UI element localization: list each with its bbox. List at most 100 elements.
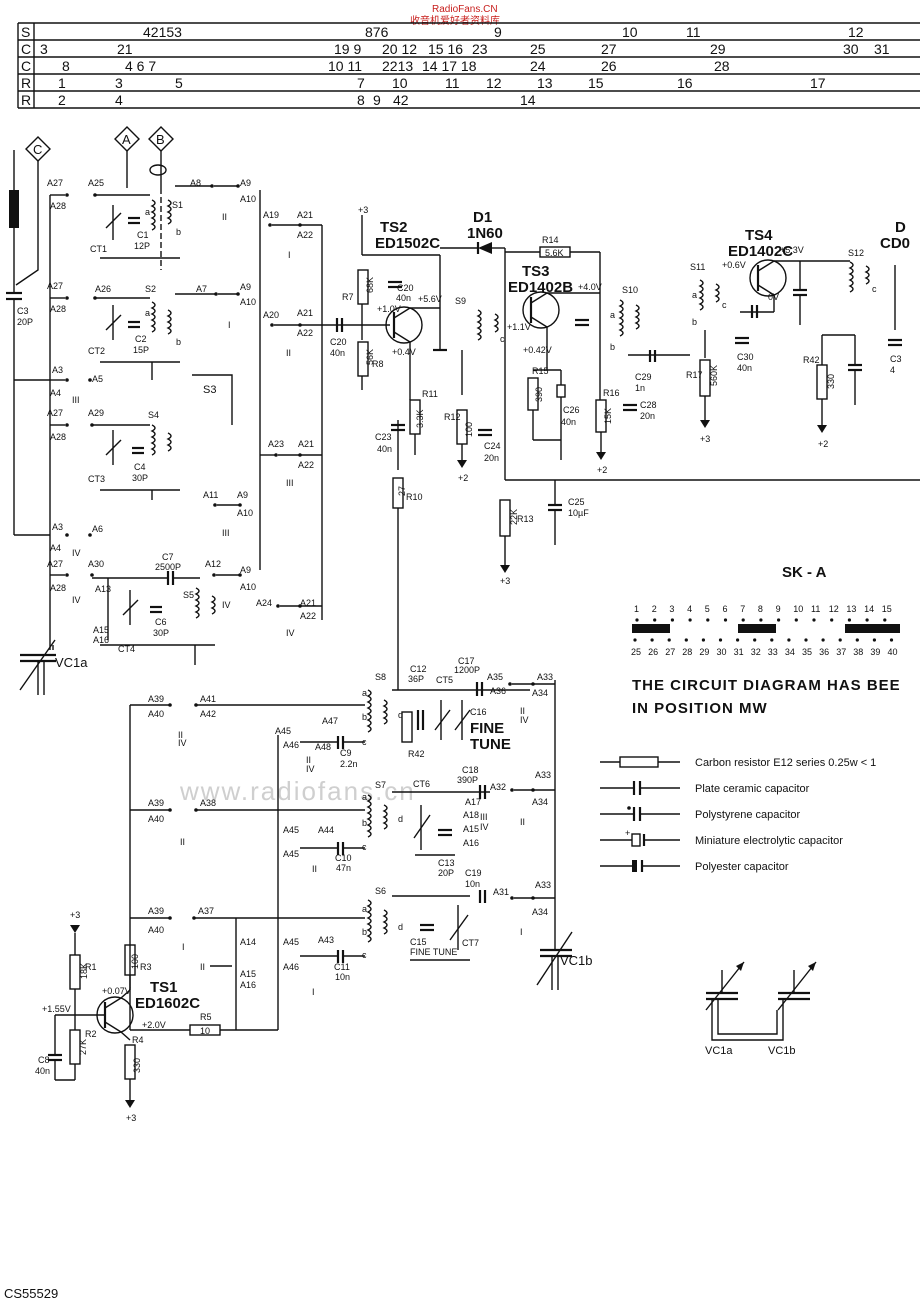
switchbank-contact — [633, 638, 637, 642]
table-cell: 11 — [445, 75, 460, 91]
svg-text:A13: A13 — [95, 584, 111, 594]
table-cell: 27 — [601, 41, 617, 57]
switchbank-pin-top: 5 — [705, 604, 710, 614]
svg-text:C28: C28 — [640, 400, 657, 410]
left-bus — [14, 190, 348, 650]
svg-text:R7: R7 — [342, 292, 354, 302]
svg-text:A34: A34 — [532, 907, 548, 917]
switchbank-contact — [688, 618, 692, 622]
svg-text:+3: +3 — [700, 434, 710, 444]
svg-text:A37: A37 — [198, 906, 214, 916]
svg-text:A27: A27 — [47, 281, 63, 291]
svg-text:III: III — [286, 478, 294, 488]
svg-text:C2: C2 — [135, 334, 147, 344]
svg-text:b: b — [362, 712, 367, 722]
svg-text:C20: C20 — [330, 337, 347, 347]
s10-stage: S10 a b R16 15K +2 C29 1n C28 20n — [595, 285, 690, 475]
svg-text:10µF: 10µF — [568, 508, 589, 518]
watermark-top-cn: 收音机爱好者资料库 — [410, 14, 500, 27]
svg-text:68K: 68K — [365, 277, 375, 293]
switchbank-pin-bottom: 38 — [853, 647, 863, 657]
switchbank-pin-bottom: 31 — [734, 647, 744, 657]
plate-ceramic-capacitor-icon — [600, 781, 680, 795]
svg-text:560K: 560K — [709, 365, 719, 386]
table-cell: 25 — [530, 41, 546, 57]
switchbank-pin-bottom: 39 — [870, 647, 880, 657]
svg-text:ED1402C: ED1402C — [728, 243, 793, 260]
svg-text:SK - A: SK - A — [782, 564, 827, 581]
svg-text:A28: A28 — [50, 201, 66, 211]
table-cell: 4 6 7 — [125, 58, 156, 74]
svg-text:IV: IV — [286, 628, 295, 638]
svg-text:R13: R13 — [517, 514, 534, 524]
svg-text:C26: C26 — [563, 405, 580, 415]
svg-text:C1: C1 — [137, 230, 149, 240]
svg-text:A10: A10 — [240, 582, 256, 592]
svg-text:A45: A45 — [283, 937, 299, 947]
ts3-stage: R14 5.6K TS3 ED1402B +4.0V +1.1V +0.42V … — [444, 235, 920, 586]
table-cell: 3 — [40, 41, 48, 57]
svg-text:A9: A9 — [237, 490, 248, 500]
svg-text:+3: +3 — [358, 205, 368, 215]
svg-text:R16: R16 — [603, 388, 620, 398]
svg-text:40n: 40n — [396, 293, 411, 303]
row-label-r1: R — [21, 75, 31, 91]
table-cell: 15 16 — [428, 41, 463, 57]
svg-text:20P: 20P — [17, 317, 33, 327]
table-cell: 9 — [494, 24, 502, 40]
svg-text:A46: A46 — [283, 962, 299, 972]
svg-text:A16: A16 — [93, 635, 109, 645]
svg-text:a: a — [362, 904, 367, 914]
svg-text:+3: +3 — [500, 576, 510, 586]
svg-text:A17: A17 — [465, 797, 481, 807]
svg-text:I: I — [520, 927, 523, 937]
svg-text:CT6: CT6 — [413, 779, 430, 789]
table-cell: 42 — [393, 92, 409, 108]
svg-text:A39: A39 — [148, 798, 164, 808]
switchbank-contact — [804, 638, 808, 642]
switchbank-contact — [736, 638, 740, 642]
table-cell: 30 — [843, 41, 859, 57]
svg-text:A8: A8 — [190, 178, 201, 188]
ganged-variable-capacitor: VC1a VC1b — [705, 961, 817, 1057]
svg-text:A19: A19 — [263, 210, 279, 220]
switchbank-contact — [701, 638, 706, 642]
svg-text:Plate ceramic capacitor: Plate ceramic capacitor — [695, 783, 810, 795]
svg-text:A21: A21 — [297, 308, 313, 318]
svg-text:II: II — [312, 864, 317, 874]
svg-text:1n: 1n — [635, 383, 645, 393]
svg-text:c: c — [362, 737, 367, 747]
switchbank-contact — [770, 638, 774, 642]
switchbank-contact — [753, 638, 757, 642]
switchbank-pin-bottom: 37 — [836, 647, 846, 657]
svg-text:+0.42V: +0.42V — [523, 345, 552, 355]
svg-text:R42: R42 — [803, 355, 820, 365]
svg-text:b: b — [176, 227, 181, 237]
svg-text:5.6K: 5.6K — [545, 248, 564, 258]
svg-text:FINE: FINE — [470, 720, 504, 737]
svg-text:II: II — [180, 837, 185, 847]
svg-text:CT2: CT2 — [88, 346, 105, 356]
svg-text:A33: A33 — [535, 880, 551, 890]
svg-text:R12: R12 — [444, 412, 461, 422]
svg-text:A34: A34 — [532, 797, 548, 807]
svg-text:ED1602C: ED1602C — [135, 995, 200, 1012]
switchbank-pin-top: 4 — [687, 604, 692, 614]
svg-text:C18: C18 — [462, 765, 479, 775]
svg-text:c: c — [500, 334, 505, 344]
row-label-c1: C — [21, 41, 31, 57]
table-cell: 15 — [588, 75, 604, 91]
carbon-resistor-icon — [600, 756, 680, 768]
table-cell: 14 — [520, 92, 536, 108]
svg-text:20n: 20n — [484, 453, 499, 463]
svg-text:II: II — [178, 730, 183, 740]
svg-text:+5.3V: +5.3V — [780, 245, 804, 255]
svg-text:47n: 47n — [336, 863, 351, 873]
svg-text:II: II — [222, 212, 227, 222]
svg-text:c: c — [872, 284, 877, 294]
switchbank-pin-top: 10 — [793, 604, 803, 614]
svg-text:b: b — [362, 927, 367, 937]
